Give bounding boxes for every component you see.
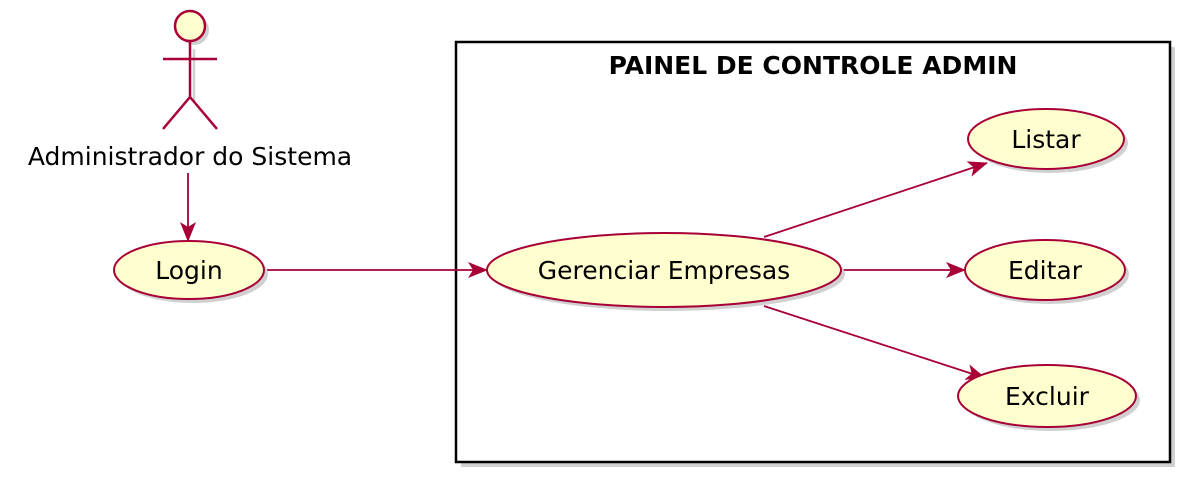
relationships — [180, 161, 988, 380]
system-title: PAINEL DE CONTROLE ADMIN — [609, 51, 1018, 80]
use-case-login-label: Login — [155, 256, 222, 285]
use-case-login[interactable]: Login — [113, 240, 268, 303]
use-case-listar[interactable]: Listar — [967, 108, 1128, 173]
use-case-excluir-label: Excluir — [1005, 382, 1090, 411]
use-case-listar-label: Listar — [1011, 125, 1081, 154]
use-case-gerenciar-empresas-label: Gerenciar Empresas — [538, 256, 790, 285]
actor-label: Administrador do Sistema — [28, 142, 352, 171]
use-case-editar[interactable]: Editar — [964, 239, 1129, 304]
actor-administrador[interactable]: Administrador do Sistema — [28, 9, 352, 171]
use-case-excluir[interactable]: Excluir — [957, 364, 1140, 431]
use-case-editar-label: Editar — [1008, 256, 1083, 285]
actor-stick-figure-icon — [162, 9, 218, 130]
edge-gerenciar-listar — [763, 161, 988, 238]
use-case-gerenciar-empresas[interactable]: Gerenciar Empresas — [486, 232, 845, 311]
edge-gerenciar-excluir — [763, 305, 986, 380]
